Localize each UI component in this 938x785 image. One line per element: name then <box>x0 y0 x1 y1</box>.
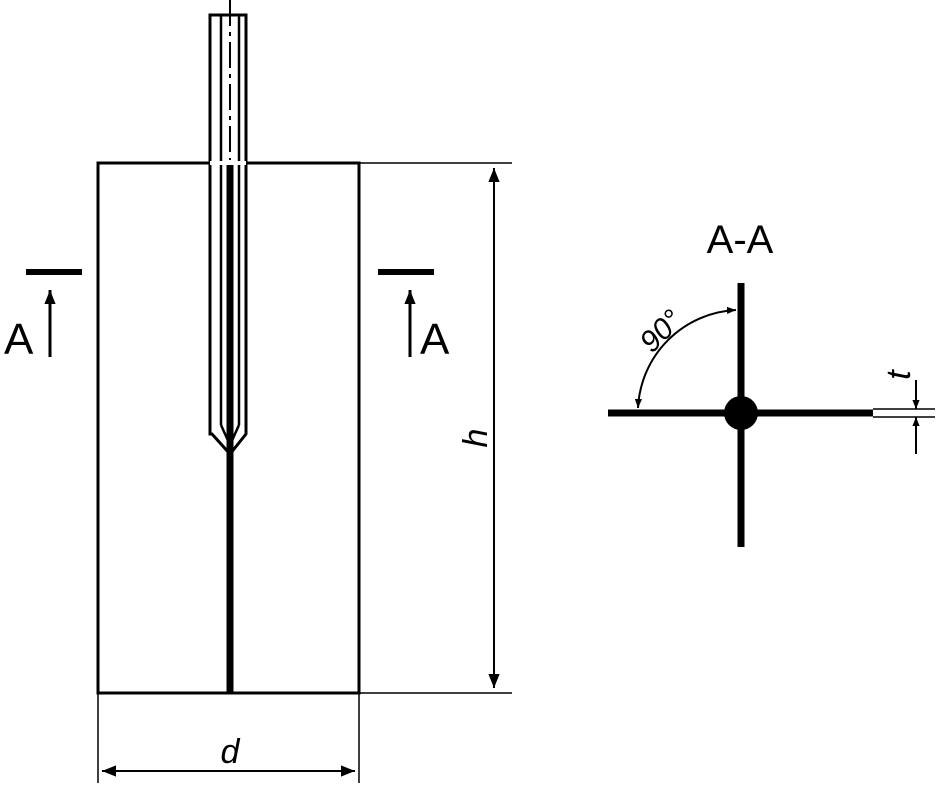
diameter-dimension: d <box>97 693 360 783</box>
section-mark-left: A <box>4 269 82 364</box>
section-view: A-A 90° t <box>608 218 935 547</box>
section-mark-right-label: A <box>420 315 450 364</box>
thickness-label: t <box>880 369 918 380</box>
section-view-title: A-A <box>707 218 774 262</box>
section-mark-left-label: A <box>4 315 34 364</box>
diameter-label: d <box>221 733 241 771</box>
height-dimension: h <box>359 162 512 694</box>
angle-label: 90° <box>634 304 689 359</box>
height-label: h <box>457 429 495 448</box>
probe-rod <box>208 0 248 693</box>
section-mark-right: A <box>378 269 450 364</box>
rod-section-circle <box>724 396 758 430</box>
